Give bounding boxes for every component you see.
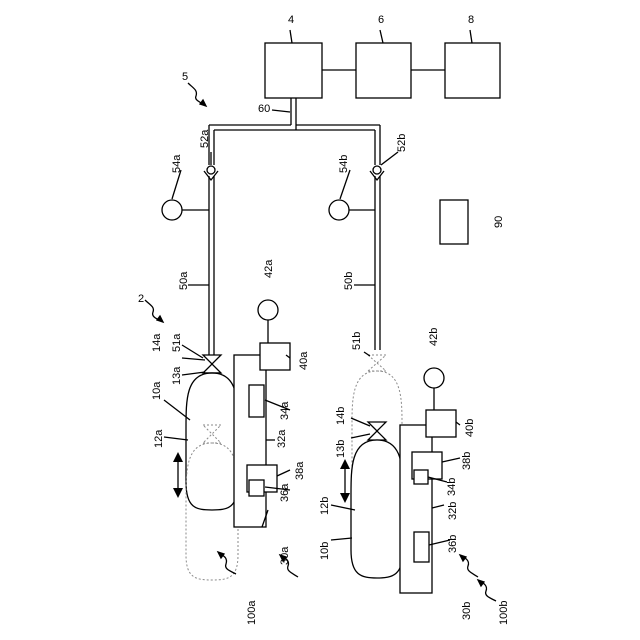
label-12a: 12a — [153, 429, 165, 448]
valve-14b — [368, 422, 386, 440]
check-valve-52a — [204, 166, 218, 180]
label-30a: 30a — [279, 546, 291, 565]
sensor-54b — [329, 200, 349, 220]
label-42a: 42a — [263, 259, 275, 278]
cylinder-12b — [351, 440, 403, 578]
label-52a: 52a — [199, 129, 211, 148]
assembly-arrows — [145, 83, 496, 601]
label-32a: 32a — [276, 429, 288, 448]
label-51a: 51a — [171, 333, 183, 352]
label-54a: 54a — [171, 154, 183, 173]
label-12b: 12b — [319, 497, 331, 515]
label-13a: 13a — [171, 366, 183, 385]
label-13b: 13b — [335, 440, 347, 458]
label-60: 60 — [258, 103, 270, 115]
label-54b: 54b — [338, 155, 350, 173]
label-40a: 40a — [298, 351, 310, 370]
sensor-42a — [258, 300, 278, 320]
label-5: 5 — [182, 71, 188, 83]
label-38b: 38b — [461, 452, 473, 470]
label-100a: 100a — [246, 600, 258, 625]
carriage-32b — [400, 425, 432, 593]
label-100b: 100b — [498, 601, 510, 625]
move-arrow-a — [173, 452, 183, 498]
box-4 — [265, 43, 322, 98]
label-42b: 42b — [428, 328, 440, 346]
valve-14a — [203, 355, 221, 373]
supply-pipe — [209, 98, 380, 165]
label-10a: 10a — [151, 381, 163, 400]
cylinder-12a — [186, 373, 238, 510]
label-50a: 50a — [178, 271, 190, 290]
block-36a — [249, 480, 264, 496]
label-14b: 14b — [335, 407, 347, 425]
box-90 — [440, 200, 468, 244]
label-34b: 34b — [446, 478, 458, 496]
label-52b: 52b — [396, 134, 408, 152]
label-36b: 36b — [447, 535, 459, 553]
label-38a: 38a — [294, 461, 306, 480]
block-40b — [426, 410, 456, 437]
label-4: 4 — [288, 14, 294, 26]
label-14a: 14a — [151, 333, 163, 352]
block-34a — [249, 385, 264, 417]
block-34b — [414, 470, 428, 484]
pipe-50a — [209, 176, 214, 355]
box-8 — [445, 43, 500, 98]
label-30b: 30b — [461, 602, 473, 620]
check-valve-52b — [370, 166, 384, 180]
block-40a — [260, 343, 290, 370]
label-34a: 34a — [279, 401, 291, 420]
label-32b: 32b — [447, 502, 459, 520]
label-2: 2 — [138, 293, 144, 305]
label-90: 90 — [493, 216, 505, 228]
block-36b — [414, 532, 429, 562]
label-40b: 40b — [464, 419, 476, 437]
box-6 — [356, 43, 411, 98]
sensor-54a — [162, 200, 182, 220]
carriage-32a — [234, 355, 266, 527]
label-50b: 50b — [343, 272, 355, 290]
label-36a: 36a — [279, 483, 291, 502]
label-6: 6 — [378, 14, 384, 26]
label-10b: 10b — [319, 542, 331, 560]
move-arrow-b — [340, 459, 350, 503]
sensor-42b — [424, 368, 444, 388]
pipe-50b — [375, 176, 380, 350]
label-8: 8 — [468, 14, 474, 26]
label-51b: 51b — [351, 332, 363, 350]
